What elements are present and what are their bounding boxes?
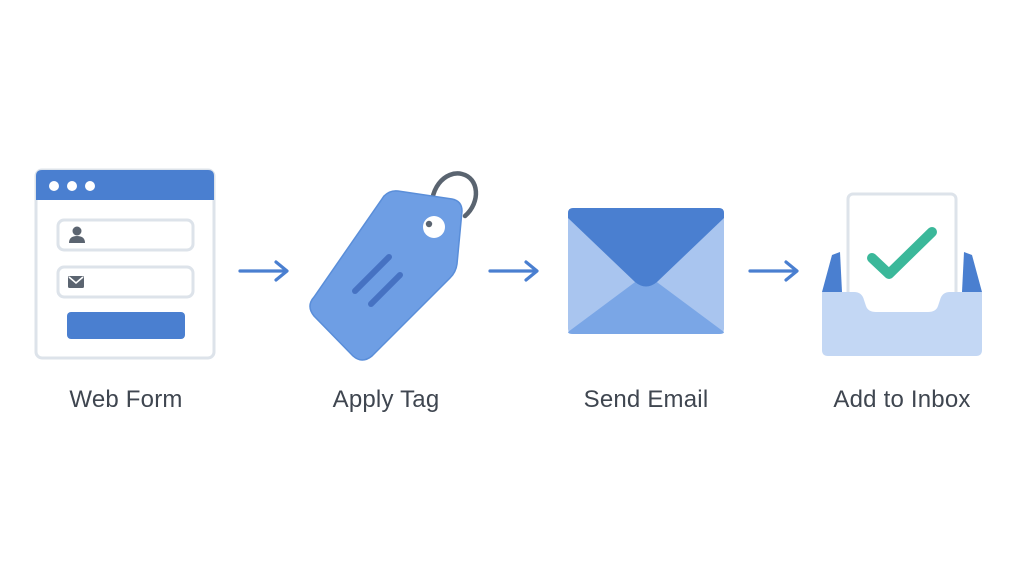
- step-add-to-inbox: Add to Inbox: [792, 160, 1012, 430]
- envelope-icon: [568, 208, 724, 334]
- web-form-icon: [34, 168, 216, 360]
- step-label: Send Email: [583, 386, 709, 413]
- arrow-right-icon: [748, 260, 799, 282]
- inbox-check-icon: [822, 192, 982, 356]
- step-label: Apply Tag: [332, 386, 440, 413]
- arrow-right-icon: [238, 260, 289, 282]
- step-web-form: Web Form: [16, 160, 236, 430]
- step-apply-tag: Apply Tag: [276, 160, 496, 430]
- step-label: Add to Inbox: [833, 386, 971, 413]
- arrow-right-icon: [488, 260, 539, 282]
- tag-icon: [309, 171, 479, 361]
- step-send-email: Send Email: [536, 160, 756, 430]
- step-label: Web Form: [69, 386, 183, 413]
- user-icon: [72, 226, 82, 236]
